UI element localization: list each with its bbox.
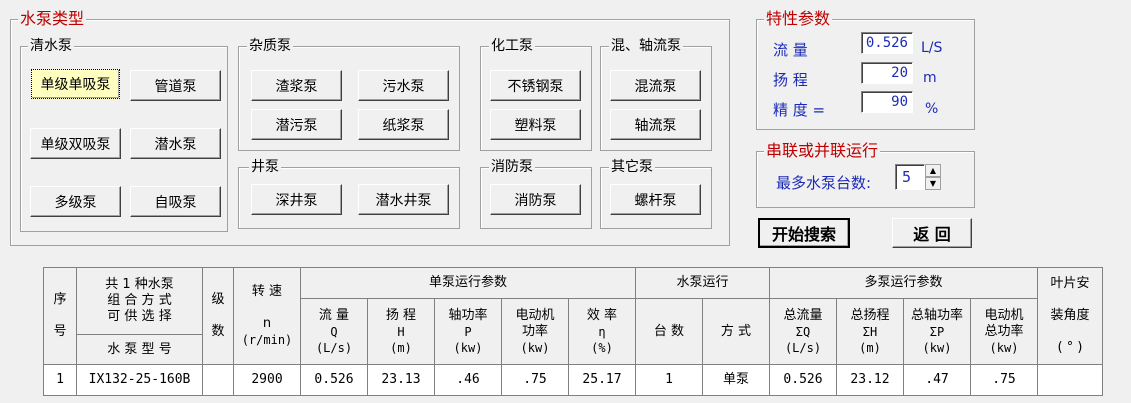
col-motor-power: 电动机功率(kw) bbox=[501, 298, 569, 365]
cell-total-shaft-power: .47 bbox=[903, 364, 971, 396]
stage-header: 级数 bbox=[202, 267, 234, 365]
fire-pump-button[interactable]: 消防泵 bbox=[490, 184, 581, 215]
single-stage-single-suction-button[interactable]: 单级单吸泵 bbox=[31, 69, 120, 99]
flow-unit: L/S bbox=[921, 40, 943, 56]
precision-unit: % bbox=[925, 101, 939, 117]
flow-input[interactable]: 0.526 bbox=[861, 32, 913, 54]
submersible-sewage-button[interactable]: 潜污泵 bbox=[251, 109, 342, 140]
pump-run-header: 水泵运行 bbox=[635, 267, 770, 299]
blade-angle-header: 叶片安装角度( ° ) bbox=[1037, 267, 1103, 365]
table-row[interactable]: 1 IX132-25-160B 2900 0.526 23.13 .46 .75… bbox=[43, 364, 1103, 396]
cell-motor-power: .75 bbox=[501, 364, 569, 396]
precision-label: 精 度 = bbox=[773, 101, 826, 119]
col-total-motor-power: 电动机总功率(kw) bbox=[970, 298, 1038, 365]
max-pumps-input[interactable]: 5 bbox=[895, 164, 925, 190]
chemical-group bbox=[480, 46, 592, 151]
cell-stage bbox=[202, 364, 234, 396]
axial-flow-pump-button[interactable]: 轴流泵 bbox=[610, 109, 701, 140]
cell-mode: 单泵 bbox=[702, 364, 770, 396]
col-count: 台 数 bbox=[635, 298, 703, 365]
other-group bbox=[600, 167, 712, 229]
multistage-pump-button[interactable]: 多级泵 bbox=[30, 186, 121, 217]
pulp-pump-button[interactable]: 纸浆泵 bbox=[358, 109, 449, 140]
max-pumps-label: 最多水泵台数: bbox=[776, 174, 872, 192]
self-priming-pump-button[interactable]: 自吸泵 bbox=[130, 186, 221, 217]
col-mode: 方 式 bbox=[702, 298, 770, 365]
start-search-button[interactable]: 开始搜索 bbox=[758, 218, 850, 248]
head-input[interactable]: 20 bbox=[861, 62, 913, 84]
plastic-pump-button[interactable]: 塑料泵 bbox=[490, 109, 581, 140]
screw-pump-button[interactable]: 螺杆泵 bbox=[610, 184, 701, 215]
cell-flow: 0.526 bbox=[300, 364, 368, 396]
flow-label: 流 量 bbox=[773, 41, 808, 59]
single-stage-double-suction-button[interactable]: 单级双吸泵 bbox=[30, 128, 121, 159]
stainless-steel-pump-button[interactable]: 不锈钢泵 bbox=[490, 70, 581, 101]
impurity-group bbox=[238, 46, 460, 151]
fire-group bbox=[480, 167, 592, 229]
pump-type-group bbox=[10, 19, 730, 246]
sewage-pump-button[interactable]: 污水泵 bbox=[358, 70, 449, 101]
pump-type-title: 水泵类型 bbox=[18, 9, 87, 28]
impurity-title: 杂质泵 bbox=[247, 38, 293, 54]
seq-header: 序号 bbox=[43, 267, 77, 365]
submersible-well-pump-button[interactable]: 潜水井泵 bbox=[358, 184, 449, 215]
slurry-pump-button[interactable]: 渣浆泵 bbox=[251, 70, 342, 101]
back-button[interactable]: 返 回 bbox=[892, 218, 972, 248]
model-header: 水 泵 型 号 bbox=[76, 334, 203, 365]
mixed-flow-pump-button[interactable]: 混流泵 bbox=[610, 70, 701, 101]
single-pump-header: 单泵运行参数 bbox=[300, 267, 636, 299]
cell-model: IX132-25-160B bbox=[76, 364, 203, 396]
deep-well-pump-button[interactable]: 深井泵 bbox=[251, 184, 342, 215]
cell-efficiency: 25.17 bbox=[568, 364, 636, 396]
precision-input[interactable]: 90 bbox=[861, 91, 913, 113]
mixed-axial-title: 混、轴流泵 bbox=[609, 38, 683, 54]
cell-seq: 1 bbox=[43, 364, 77, 396]
cell-shaft-power: .46 bbox=[434, 364, 502, 396]
clear-water-group bbox=[20, 46, 228, 232]
cell-head: 23.13 bbox=[367, 364, 435, 396]
chemical-title: 化工泵 bbox=[489, 38, 535, 54]
cell-total-motor-power: .75 bbox=[970, 364, 1038, 396]
well-title: 井泵 bbox=[249, 159, 281, 175]
spin-up-button[interactable]: ▲ bbox=[925, 164, 941, 177]
cell-speed: 2900 bbox=[233, 364, 301, 396]
pipeline-pump-button[interactable]: 管道泵 bbox=[130, 70, 221, 101]
other-title: 其它泵 bbox=[609, 159, 655, 175]
combo-header: 共 1 种水泵组 合 方 式可 供 选 择 bbox=[76, 267, 203, 335]
cell-total-head: 23.12 bbox=[836, 364, 904, 396]
head-label: 扬 程 bbox=[773, 71, 808, 89]
cell-count: 1 bbox=[635, 364, 703, 396]
cell-blade-angle bbox=[1037, 364, 1103, 396]
clear-water-title: 清水泵 bbox=[28, 38, 74, 54]
cell-total-flow: 0.526 bbox=[769, 364, 837, 396]
spin-down-button[interactable]: ▼ bbox=[925, 177, 941, 190]
well-group bbox=[238, 167, 460, 229]
head-unit: m bbox=[923, 70, 937, 86]
multi-pump-header: 多泵运行参数 bbox=[769, 267, 1038, 299]
fire-title: 消防泵 bbox=[489, 159, 535, 175]
submersible-pump-button[interactable]: 潜水泵 bbox=[130, 128, 221, 159]
series-parallel-title: 串联或并联运行 bbox=[764, 141, 881, 160]
characteristics-group bbox=[756, 19, 975, 130]
characteristics-title: 特性参数 bbox=[764, 9, 833, 28]
